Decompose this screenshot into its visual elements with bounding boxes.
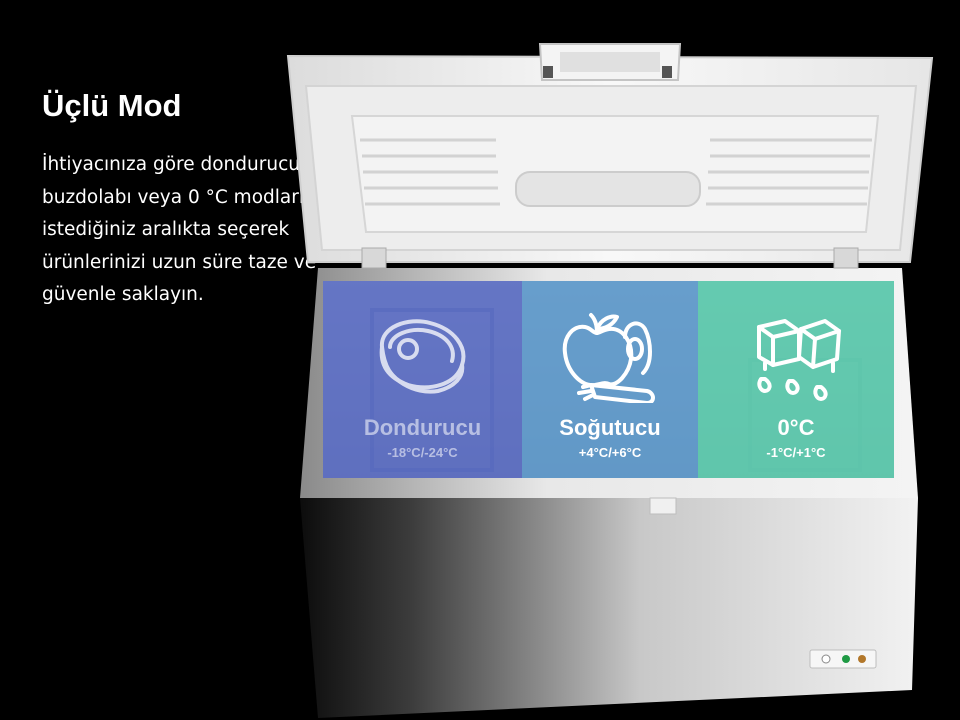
page-title: Üçlü Mod — [42, 88, 182, 123]
mode-temperature-range: -18°C/-24°C — [387, 445, 458, 460]
mode-name: 0°C — [777, 415, 815, 440]
mode-temperature-range: +4°C/+6°C — [578, 445, 642, 460]
fruit-vegetable-icon — [562, 313, 655, 403]
description-text: İhtiyacınıza göre dondurucu, buzdolabı v… — [42, 154, 321, 305]
meat-icon — [379, 319, 465, 394]
mode-zone-fridge: Soğutucu +4°C/+6°C — [522, 281, 698, 478]
mode-temperature-range: -1°C/+1°C — [766, 445, 826, 460]
ice-cubes-icon — [757, 319, 841, 401]
mode-zone-freezer: Dondurucu -18°C/-24°C — [323, 281, 522, 478]
mode-name: Dondurucu — [363, 415, 482, 440]
mode-zone-zero-degree: 0°C -1°C/+1°C — [698, 281, 894, 478]
mode-name: Soğutucu — [559, 415, 661, 440]
